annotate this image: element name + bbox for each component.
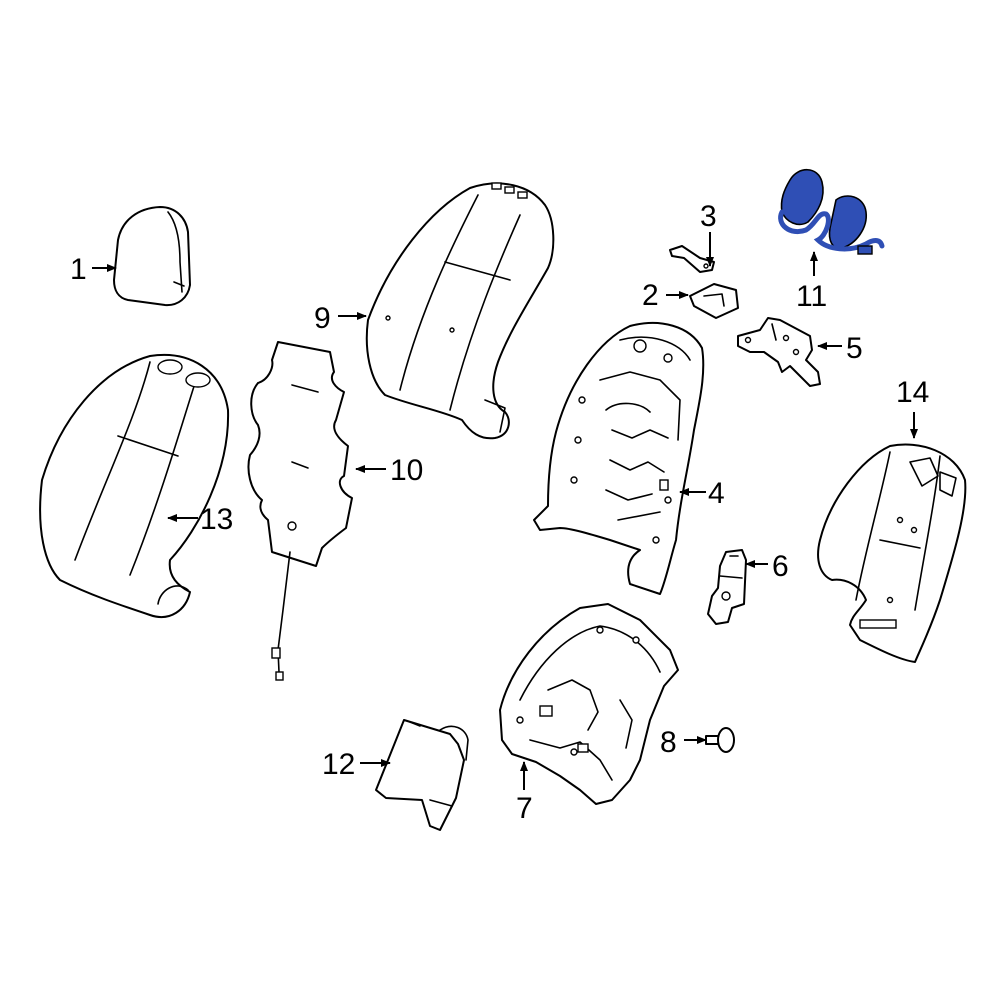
part-7-cushion-frame[interactable] bbox=[499, 603, 679, 805]
harness-wire bbox=[778, 209, 885, 252]
callout-labels: 1 2 3 4 5 6 7 8 9 10 11 12 13 14 bbox=[70, 200, 929, 825]
callout-7: 7 bbox=[516, 792, 533, 825]
callout-10: 10 bbox=[390, 454, 423, 487]
part-6-recliner-part[interactable] bbox=[707, 549, 747, 625]
callout-11: 11 bbox=[796, 280, 827, 313]
callout-12: 12 bbox=[322, 748, 355, 781]
part-14-back-panel[interactable] bbox=[817, 443, 967, 663]
part-3-bracket[interactable] bbox=[669, 245, 715, 273]
part-10-pad-mat[interactable] bbox=[247, 341, 353, 681]
callout-2: 2 bbox=[642, 279, 659, 312]
callout-8: 8 bbox=[660, 726, 677, 759]
callout-1: 1 bbox=[70, 253, 87, 286]
part-12-module[interactable] bbox=[375, 719, 469, 831]
callout-6: 6 bbox=[772, 550, 789, 583]
callout-9: 9 bbox=[314, 302, 331, 335]
part-2-clip-cover[interactable] bbox=[689, 283, 739, 319]
harness-plug bbox=[857, 245, 873, 255]
harness-pad-left bbox=[780, 168, 824, 226]
part-1-headrest[interactable] bbox=[113, 206, 191, 307]
part-5-mount-bracket[interactable] bbox=[737, 317, 821, 387]
callout-14: 14 bbox=[896, 376, 929, 409]
callout-13: 13 bbox=[200, 503, 233, 536]
callout-3: 3 bbox=[700, 200, 717, 233]
harness-pad-right bbox=[828, 195, 867, 250]
part-4-backrest-frame[interactable] bbox=[533, 322, 705, 595]
callout-arrows bbox=[92, 232, 918, 790]
callout-4: 4 bbox=[708, 477, 725, 510]
part-9-backrest-panel[interactable] bbox=[365, 182, 555, 440]
part-11-wire-harness-highlighted[interactable] bbox=[778, 168, 885, 255]
part-13-backrest-cover[interactable] bbox=[39, 354, 230, 618]
callout-5: 5 bbox=[846, 332, 863, 365]
part-8-bolt[interactable] bbox=[705, 727, 735, 753]
